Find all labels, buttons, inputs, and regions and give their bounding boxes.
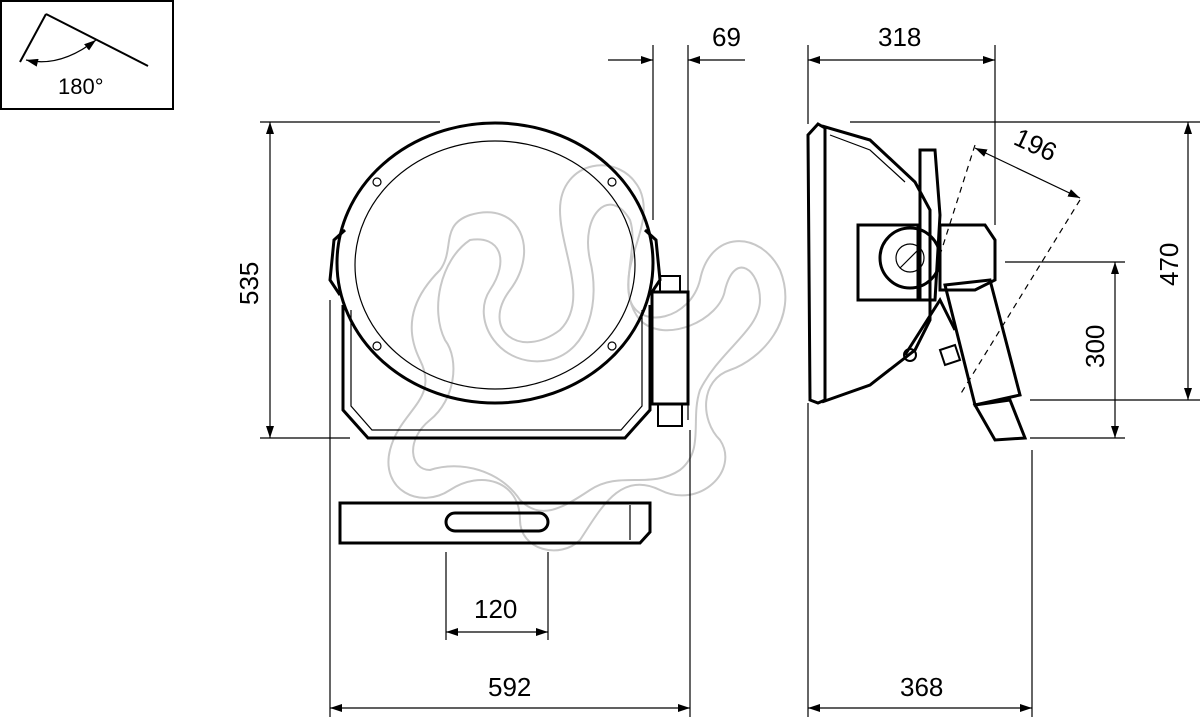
dim-318-label: 318 bbox=[878, 22, 921, 52]
dim-535-label: 535 bbox=[234, 262, 264, 305]
dim-69-label: 69 bbox=[712, 22, 741, 52]
rotation-angle-icon bbox=[19, 13, 149, 67]
side-view bbox=[806, 122, 1081, 442]
dim-368-label: 368 bbox=[900, 672, 943, 702]
dim-300-label: 300 bbox=[1080, 325, 1110, 368]
dim-lines bbox=[260, 45, 1200, 717]
dim-592-label: 592 bbox=[488, 672, 531, 702]
rotation-inset: 180° bbox=[0, 0, 174, 110]
dim-196-label: 196 bbox=[1010, 122, 1062, 168]
rotation-label: 180° bbox=[58, 74, 104, 99]
dim-120-label: 120 bbox=[474, 594, 517, 624]
watermark-logo bbox=[387, 164, 787, 552]
dim-470-label: 470 bbox=[1154, 243, 1184, 286]
front-view bbox=[328, 121, 690, 545]
